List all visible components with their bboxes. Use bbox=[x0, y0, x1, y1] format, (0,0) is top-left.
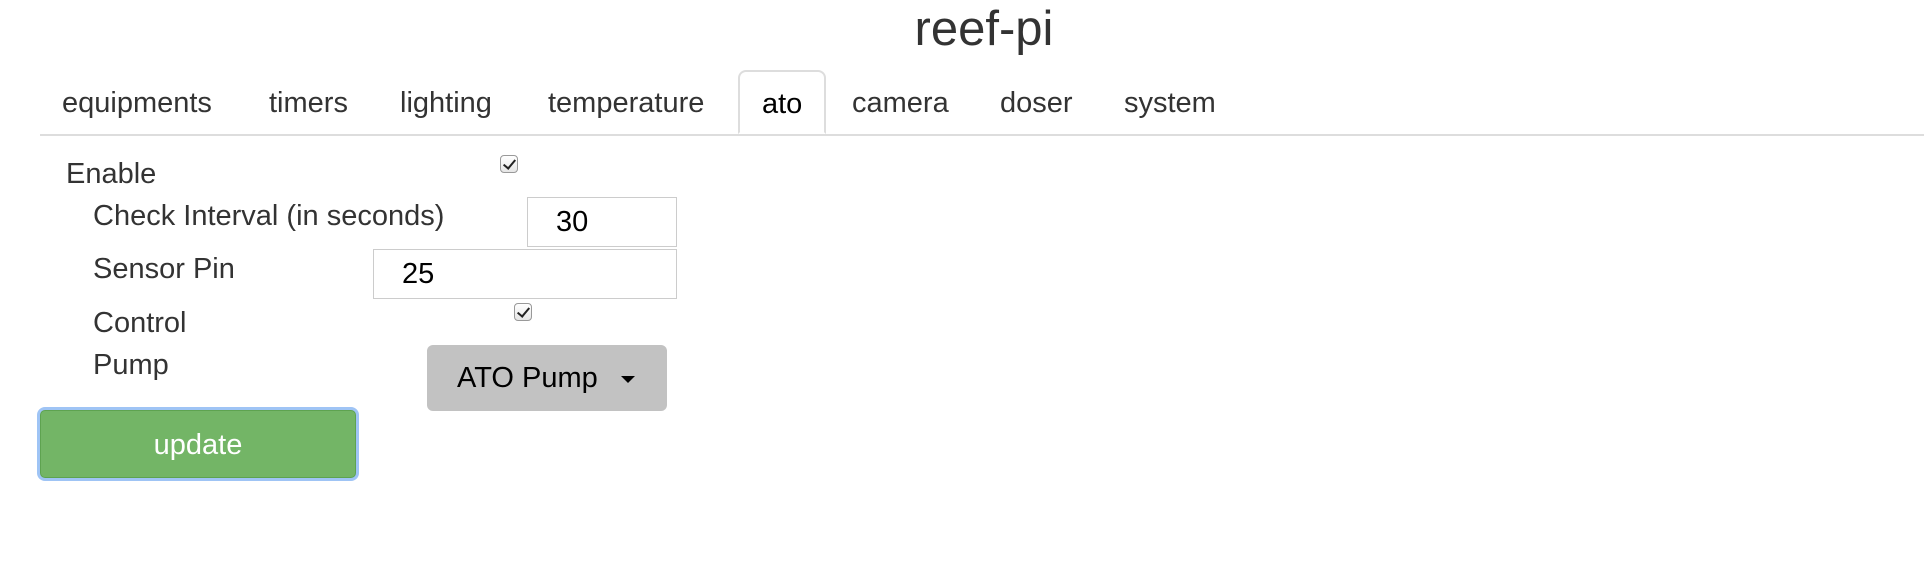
tab-ato[interactable]: ato bbox=[738, 70, 827, 134]
tab-doser[interactable]: doser bbox=[1000, 87, 1073, 119]
sensor-pin-input[interactable] bbox=[373, 249, 677, 299]
pump-dropdown[interactable]: ATO Pump bbox=[427, 345, 667, 411]
checkmark-icon bbox=[502, 156, 517, 170]
tab-temperature[interactable]: temperature bbox=[548, 87, 705, 119]
control-label: Control bbox=[93, 307, 187, 339]
pump-label: Pump bbox=[93, 349, 169, 381]
update-button[interactable]: update bbox=[40, 410, 356, 478]
tab-equipments[interactable]: equipments bbox=[62, 87, 212, 119]
tab-timers[interactable]: timers bbox=[269, 87, 348, 119]
check-interval-label: Check Interval (in seconds) bbox=[93, 200, 445, 232]
pump-dropdown-label: ATO Pump bbox=[457, 362, 598, 394]
control-checkbox[interactable] bbox=[514, 303, 532, 321]
enable-label: Enable bbox=[66, 158, 157, 190]
check-interval-input[interactable] bbox=[527, 197, 677, 247]
tab-bar: equipments timers lighting temperature a… bbox=[40, 70, 1924, 136]
sensor-pin-label: Sensor Pin bbox=[93, 253, 235, 285]
tab-system[interactable]: system bbox=[1124, 87, 1216, 119]
tab-camera[interactable]: camera bbox=[852, 87, 949, 119]
caret-down-icon bbox=[621, 376, 635, 383]
checkmark-icon bbox=[516, 304, 531, 318]
enable-checkbox[interactable] bbox=[500, 155, 518, 173]
page-title: reef-pi bbox=[914, 2, 1054, 56]
tab-lighting[interactable]: lighting bbox=[400, 87, 492, 119]
